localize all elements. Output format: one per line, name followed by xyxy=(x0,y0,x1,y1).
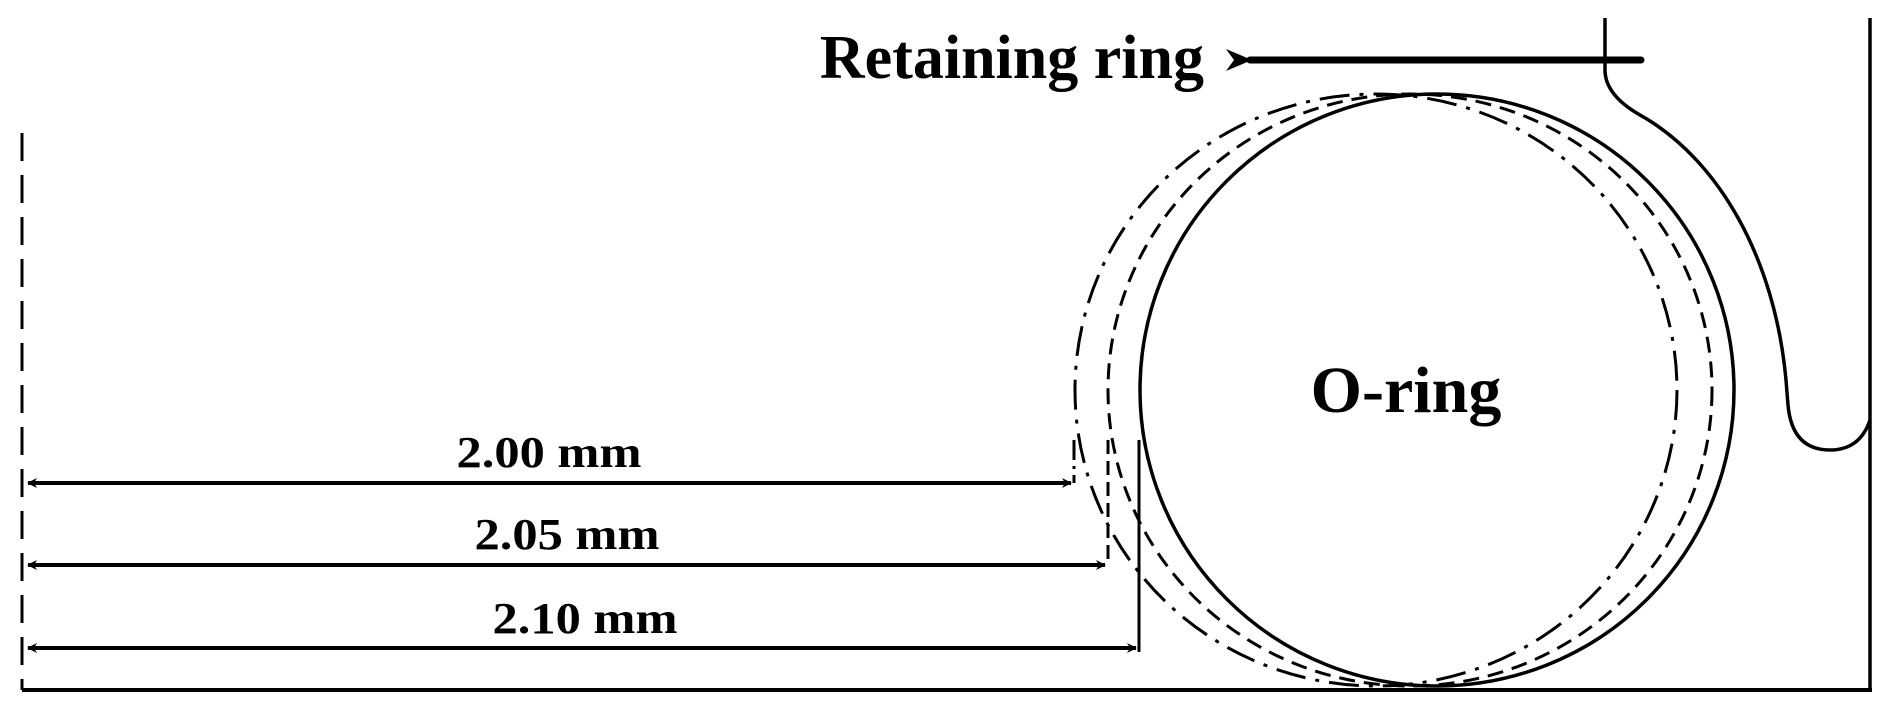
dimension-label-2-00mm: 2.00 mm xyxy=(457,428,642,477)
o-ring-outline-2-10mm xyxy=(1138,92,1736,688)
dimension-label-2-05mm: 2.05 mm xyxy=(475,510,660,559)
o-ring-outline-2-00mm xyxy=(1073,92,1679,688)
dimension-label-2-10mm: 2.10 mm xyxy=(493,594,678,643)
o-ring-label: O-ring xyxy=(1311,354,1502,427)
retaining-ring-profile xyxy=(1603,18,1872,452)
retaining-ring-label: Retaining ring xyxy=(820,24,1204,92)
